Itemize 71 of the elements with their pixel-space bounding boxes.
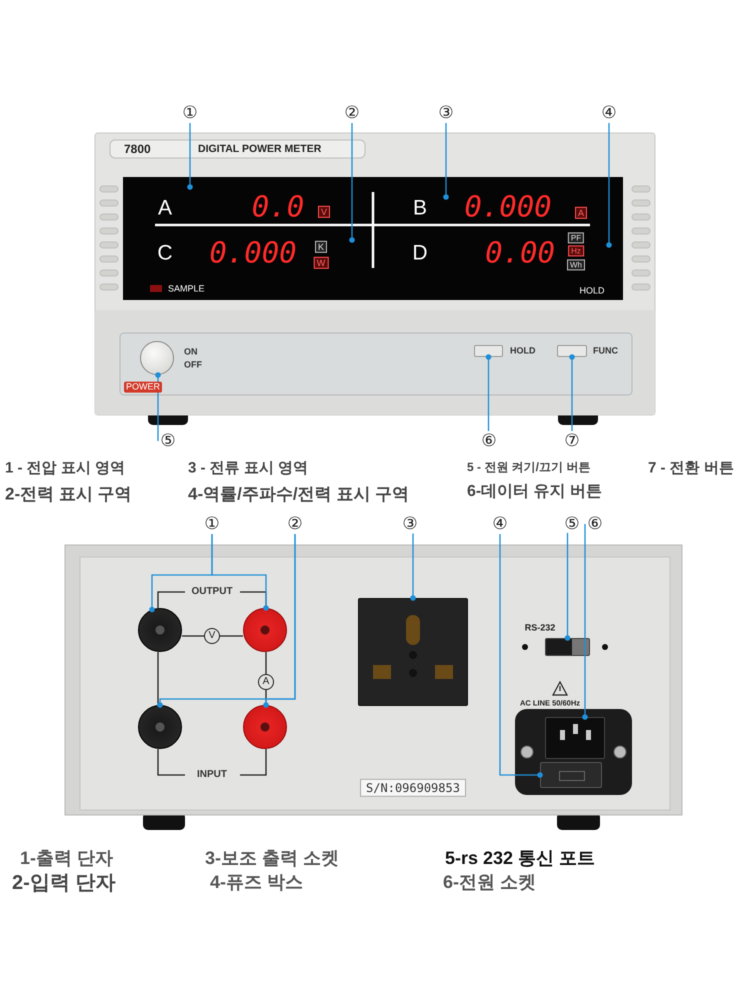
callout-number: ④ xyxy=(490,514,510,534)
part-description: 2-입력 단자 xyxy=(12,873,116,893)
leader-line xyxy=(564,532,570,641)
callout-number: ⑥ xyxy=(585,514,605,534)
serial-port xyxy=(545,638,590,656)
zone-letter: C xyxy=(157,242,173,264)
leader-line xyxy=(443,123,449,200)
leader-line xyxy=(410,534,416,601)
part-description: 4-퓨즈 박스 xyxy=(210,873,304,891)
indicator-label: SAMPLE xyxy=(168,284,205,294)
callout-number: ⑤ xyxy=(562,514,582,534)
switch-label: ON xyxy=(184,348,198,356)
unit-badge: K xyxy=(315,240,327,254)
func-button xyxy=(557,345,587,357)
leader-line xyxy=(187,123,193,190)
port-label: RS-232 xyxy=(524,624,556,632)
meter-reading: 0.0 xyxy=(252,192,304,222)
callout-number: ⑥ xyxy=(479,431,499,451)
unit-badge: V xyxy=(318,206,330,218)
callout-number: ⑦ xyxy=(562,431,582,451)
fuse-holder xyxy=(540,762,602,788)
power-label: POWER xyxy=(124,382,162,392)
leader-line xyxy=(263,534,296,708)
unit-badge: A xyxy=(575,206,587,220)
callout-number: ② xyxy=(285,514,305,534)
callout-number: ③ xyxy=(436,103,456,123)
switch-label: OFF xyxy=(184,360,202,370)
leader-line xyxy=(606,123,612,248)
part-description: 3 - 전류 표시 영역 xyxy=(188,460,308,476)
zone-letter: B xyxy=(413,198,427,218)
part-description: 6-데이터 유지 버튼 xyxy=(467,484,602,500)
unit-badge: Wh xyxy=(567,259,585,271)
terminal-label: OUTPUT xyxy=(191,587,233,597)
part-description: 2-전력 표시 구역 xyxy=(5,486,132,502)
panel-title: DIGITAL POWER METER xyxy=(198,144,322,154)
part-description: 5-rs 232 통신 포트 xyxy=(445,849,596,867)
power-inlet xyxy=(545,717,605,759)
callout-number: ① xyxy=(202,514,222,534)
part-description: 1-출력 단자 xyxy=(20,849,114,867)
button-label: FUNC xyxy=(593,346,618,356)
leader-line xyxy=(499,534,543,778)
unit-badge: PF xyxy=(568,232,584,244)
callout-number: ① xyxy=(180,103,200,123)
leader-line xyxy=(582,524,588,720)
part-description: 4-역률/주파수/전력 표시 구역 xyxy=(188,486,410,502)
callout-number: ④ xyxy=(599,103,619,123)
serial-number-plate: S/N:096909853 xyxy=(360,778,466,798)
unit-badge: Hz xyxy=(568,245,584,257)
terminal-label: INPUT xyxy=(197,770,227,780)
indicator-label: HOLD xyxy=(580,286,604,296)
meter-reading: 0.000 xyxy=(464,192,552,222)
part-description: 6-전원 소켓 xyxy=(443,873,536,891)
button-label: HOLD xyxy=(510,346,536,356)
part-description: 7 - 전환 버튼 xyxy=(648,460,734,476)
leader-line xyxy=(486,354,492,431)
model-number: 7800 xyxy=(124,143,151,155)
hold-button xyxy=(474,345,503,357)
meter-reading: 0.000 xyxy=(209,238,297,268)
meter-reading: 0.00 xyxy=(485,238,555,268)
zone-letter: D xyxy=(412,242,428,264)
unit-badge: W xyxy=(314,256,328,270)
leader-line xyxy=(211,534,269,611)
power-outlet xyxy=(358,598,468,706)
part-description: 5 - 전원 켜기/끄기 버튼 xyxy=(467,461,590,473)
callout-number: ⑤ xyxy=(158,431,178,451)
leader-line xyxy=(349,123,355,243)
part-description: 3-보조 출력 소켓 xyxy=(205,849,340,867)
part-description: 1 - 전압 표시 영역 xyxy=(5,460,126,476)
zone-letter: A xyxy=(158,198,172,218)
callout-number: ③ xyxy=(400,514,420,534)
callout-number: ② xyxy=(342,103,362,123)
